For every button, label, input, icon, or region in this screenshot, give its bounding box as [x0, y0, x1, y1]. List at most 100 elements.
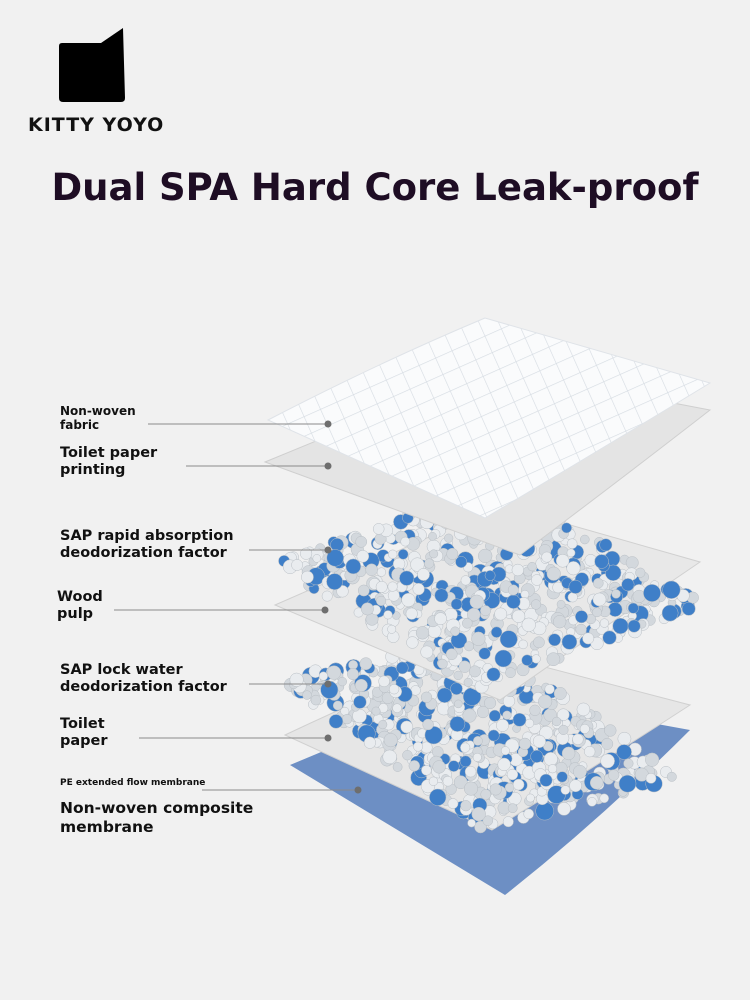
white-sap-bead	[464, 641, 474, 652]
white-sap-bead	[434, 612, 447, 626]
blue-sap-bead	[621, 578, 635, 592]
white-sap-bead	[462, 708, 477, 723]
white-sap-bead	[558, 724, 569, 735]
white-sap-bead	[611, 589, 621, 599]
blue-sap-bead	[328, 714, 344, 729]
white-sap-bead	[518, 639, 528, 650]
white-sap-bead	[371, 706, 381, 716]
white-sap-bead	[467, 818, 476, 828]
white-sap-bead	[337, 676, 347, 687]
white-sap-bead	[666, 771, 677, 782]
white-sap-bead	[502, 710, 512, 720]
white-sap-bead	[623, 758, 634, 769]
white-sap-bead	[523, 808, 534, 820]
white-sap-bead	[546, 566, 561, 581]
white-sap-bead	[592, 607, 602, 618]
leader-lines	[114, 423, 358, 791]
white-sap-bead	[556, 599, 566, 609]
white-sap-bead	[547, 764, 558, 774]
white-sap-bead	[544, 684, 555, 695]
white-sap-bead	[462, 618, 473, 629]
blue-sap-bead	[396, 661, 409, 675]
blue-sap-bead	[594, 554, 609, 569]
white-sap-bead	[507, 584, 519, 596]
white-sap-bead	[357, 584, 370, 597]
label-pe-membrane: PE extended flow membrane	[60, 778, 206, 788]
blue-sap-bead	[436, 687, 453, 703]
white-sap-bead	[511, 609, 526, 623]
blue-sap-bead	[681, 601, 696, 616]
white-sap-bead	[530, 599, 542, 610]
white-sap-bead	[300, 547, 313, 560]
white-sap-bead	[432, 746, 444, 758]
white-sap-bead	[505, 667, 516, 679]
white-sap-bead	[383, 733, 398, 748]
blue-sap-bead	[512, 712, 527, 727]
white-sap-bead	[500, 746, 510, 756]
white-sap-bead	[383, 610, 393, 620]
white-sap-bead	[424, 558, 435, 569]
white-sap-bead	[341, 713, 353, 725]
white-sap-bead	[582, 632, 595, 645]
white-sap-bead	[524, 718, 535, 728]
white-sap-bead	[332, 700, 343, 711]
white-sap-bead	[584, 745, 596, 758]
blue-sap-bead	[494, 649, 513, 668]
white-sap-bead	[310, 694, 322, 706]
white-sap-bead	[560, 785, 571, 795]
white-sap-bead	[507, 803, 518, 814]
blue-sap-bead	[424, 726, 443, 745]
white-sap-bead	[321, 590, 333, 602]
blue-sap-bead	[561, 522, 572, 534]
white-sap-bead	[447, 798, 459, 809]
white-sap-bead	[567, 592, 578, 603]
white-sap-bead	[589, 776, 604, 790]
leader-dots	[321, 420, 362, 794]
white-sap-bead	[576, 702, 591, 717]
white-sap-bead	[579, 723, 590, 734]
white-sap-bead	[518, 737, 531, 750]
white-sap-bead	[480, 789, 492, 800]
white-sap-bead	[387, 581, 398, 592]
white-sap-bead	[360, 602, 374, 616]
white-sap-bead	[420, 691, 433, 703]
blue-sap-bead	[612, 617, 629, 635]
white-sap-bead	[302, 690, 312, 700]
white-sap-bead	[458, 660, 471, 673]
white-sap-bead	[437, 658, 448, 669]
blue-sap-bead	[330, 537, 344, 552]
blue-sap-bead	[326, 549, 344, 567]
white-sap-bead	[473, 736, 483, 746]
white-sap-bead	[566, 548, 576, 558]
white-sap-bead	[347, 668, 359, 681]
white-sap-bead	[561, 746, 576, 761]
white-sap-bead	[635, 567, 646, 578]
white-sap-bead	[372, 523, 385, 535]
blue-sap-bead	[449, 716, 466, 732]
white-sap-bead	[533, 636, 545, 649]
white-sap-bead	[575, 623, 587, 636]
white-sap-bead	[463, 677, 473, 687]
blue-sap-bead	[478, 647, 491, 660]
white-sap-bead	[387, 624, 397, 634]
white-sap-bead	[445, 648, 458, 661]
white-sap-bead	[557, 802, 571, 816]
white-sap-bead	[557, 708, 570, 721]
brand-name: KITTY YOYO	[28, 114, 165, 136]
white-sap-bead	[408, 760, 420, 772]
white-sap-bead	[599, 618, 610, 628]
white-sap-bead	[432, 760, 446, 774]
white-sap-bead	[450, 626, 460, 637]
blue-sap-bead	[602, 630, 617, 645]
white-sap-bead	[428, 776, 439, 786]
white-sap-bead	[472, 752, 482, 762]
white-sap-bead	[412, 583, 425, 596]
white-sap-bead	[520, 589, 530, 599]
blue-sap-bead	[618, 774, 637, 793]
white-sap-bead	[471, 806, 486, 822]
